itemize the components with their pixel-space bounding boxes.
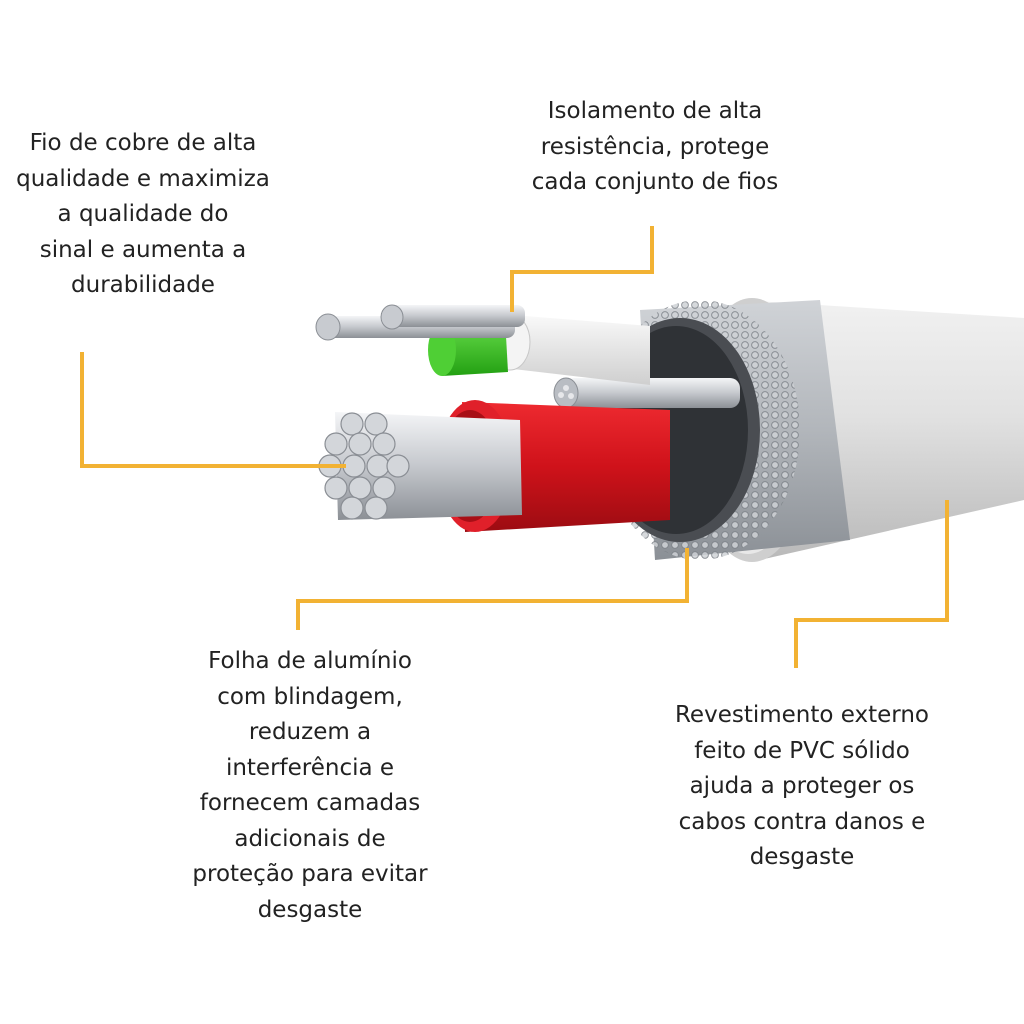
drain-wire <box>553 377 740 409</box>
aluminum-foil-label-line: com blindagem, <box>217 683 403 710</box>
aluminum-foil-label-line: proteção para evitar <box>192 861 428 887</box>
aluminum-foil-label: Folha de alumínio com blindagem, reduzem… <box>170 644 450 928</box>
pvc-jacket-label-line: cabos contra danos e <box>678 808 926 835</box>
copper-wire-label: Fio de cobre de alta qualidade e maximiz… <box>0 126 286 304</box>
leader-lines <box>80 226 949 668</box>
thin-copper-strands <box>315 304 525 341</box>
aluminum-foil-label-line: fornecem camadas <box>199 790 421 816</box>
insulation-label: Isolamento de alta resistência, protege … <box>510 94 800 201</box>
pvc-jacket-label: Revestimento externo feito de PVC sólido… <box>650 698 954 876</box>
copper-wire-label-line: sinal e aumenta a <box>39 236 247 263</box>
pvc-jacket-label-line: ajuda a proteger os <box>689 773 915 799</box>
leader-line-foil <box>296 548 689 630</box>
insulation-label-line: Isolamento de alta <box>547 98 763 124</box>
leader-line-copper <box>80 352 346 468</box>
aluminum-foil-label-line: reduzem a <box>248 719 372 745</box>
copper-wire-label-line: a qualidade do <box>57 201 229 227</box>
pvc-jacket-label-line: Revestimento externo <box>674 702 929 728</box>
leader-line-pvc <box>794 500 949 668</box>
copper-strand-bundle <box>318 412 522 520</box>
aluminum-foil-label-line: Folha de alumínio <box>208 648 412 674</box>
leader-line-insulation <box>510 226 654 312</box>
insulation-label-line: cada conjunto de fios <box>531 169 779 195</box>
copper-wire-label-line: durabilidade <box>71 272 215 298</box>
insulation-label-line: resistência, protege <box>540 133 770 160</box>
pvc-jacket-label-line: desgaste <box>749 844 855 870</box>
aluminum-foil-label-line: desgaste <box>257 896 363 923</box>
aluminum-foil-label-line: adicionais de <box>234 825 386 852</box>
pvc-jacket-label-line: feito de PVC sólido <box>694 737 910 764</box>
copper-wire-label-line: Fio de cobre de alta <box>29 130 257 156</box>
aluminum-foil-label-line: interferência e <box>225 754 395 781</box>
copper-wire-label-line: qualidade e maximiza <box>16 165 270 192</box>
